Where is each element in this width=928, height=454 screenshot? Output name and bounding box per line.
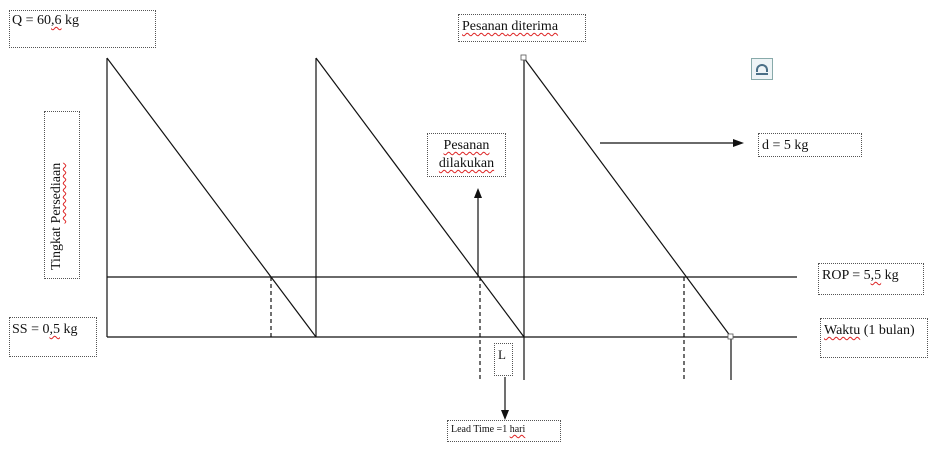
cycle-1-depletion (106, 57, 317, 338)
q-label: Q = 60,6 kg (9, 10, 156, 48)
arrowhead-right (733, 139, 744, 147)
marker-square-top (520, 54, 527, 61)
pesanan-dilakukan-line2: dilakukan (438, 156, 495, 171)
pesanan-dilakukan-label: Pesanan dilakukan (427, 133, 506, 177)
l-label: L (494, 343, 513, 376)
q-label-unit: kg (61, 13, 80, 28)
waktu-label-period: (1 bulan) (860, 323, 915, 338)
l-label-text: L (498, 347, 506, 362)
pesanan-diterima-word-1: Pesanan (462, 19, 508, 34)
lead-time-label: Lead Time =1 hari (447, 420, 561, 442)
ss-label: SS = 0,5 kg (9, 317, 97, 357)
waktu-label-word: Waktu (824, 323, 861, 338)
pesanan-dilakukan-line1: Pesanan (443, 138, 490, 153)
arrowhead-down (501, 410, 509, 420)
y-axis-label-box (44, 111, 80, 279)
demand-label-text: d = 5 kg (762, 138, 809, 153)
ss-label-unit: kg (59, 322, 78, 337)
cycle-3-depletion (523, 57, 732, 338)
ss-label-decimal: ,5 (49, 322, 60, 337)
lead-time-text: Lead Time =1 (451, 424, 510, 435)
y-axis-label: Tingkat Persediaan (49, 163, 65, 270)
pesanan-diterima-word-2: diterima (507, 19, 559, 34)
lead-time-unit: hari (509, 424, 526, 435)
cycle-2-depletion (315, 57, 525, 338)
q-label-text: Q = 60 (12, 13, 52, 28)
window-icon[interactable] (751, 58, 773, 80)
demand-label: d = 5 kg (758, 133, 862, 157)
y-axis-label-word-1: Tingkat (49, 223, 64, 270)
waktu-label: Waktu (1 bulan) (820, 318, 928, 358)
pesanan-diterima-label: Pesanan diterima (458, 14, 586, 42)
rop-label-unit: kg (881, 268, 899, 283)
ss-label-text: SS = 0 (12, 322, 50, 337)
arrowhead-up (474, 188, 482, 198)
rop-label-text: ROP = 5 (822, 268, 871, 283)
rop-label: ROP = 5,5 kg (818, 263, 924, 295)
rop-label-decimal: ,5 (870, 268, 882, 283)
marker-square-bottom (727, 333, 734, 340)
y-axis-label-word-2: Persediaan (49, 162, 64, 224)
q-label-decimal: ,6 (51, 13, 62, 28)
